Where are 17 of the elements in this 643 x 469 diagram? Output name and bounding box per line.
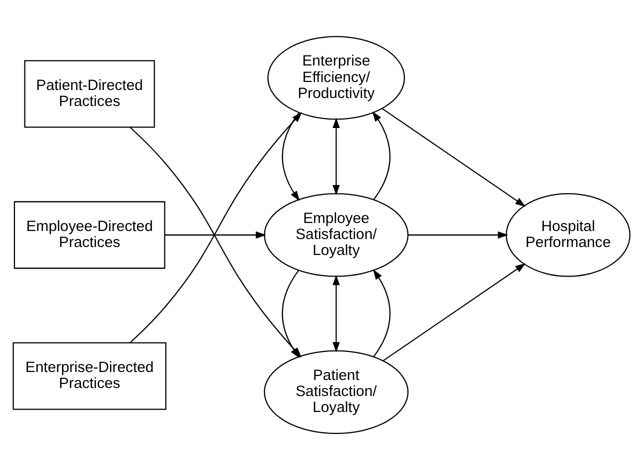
arrow xyxy=(332,274,340,352)
node-box: Employee-Directed Practices xyxy=(14,200,166,268)
arrow xyxy=(382,262,526,361)
node-ellipse: Hospital Performance xyxy=(506,192,630,276)
arrow xyxy=(282,270,300,358)
arrow xyxy=(408,230,508,238)
node-ellipse: Employee Satisfaction/ Loyalty xyxy=(264,192,409,276)
node-ellipse: Enterprise Efficiency/ Productivity xyxy=(267,36,406,120)
node-box: Enterprise-Directed Practices xyxy=(12,342,166,410)
arrow xyxy=(372,268,390,357)
arrow xyxy=(165,230,266,238)
arrow xyxy=(372,110,390,200)
arrow xyxy=(382,108,526,206)
node-ellipse: Patient Satisfaction/ Loyalty xyxy=(264,350,409,434)
arrow xyxy=(282,112,300,201)
node-box: Patient-Directed Practices xyxy=(24,60,155,128)
arrow xyxy=(332,117,340,195)
